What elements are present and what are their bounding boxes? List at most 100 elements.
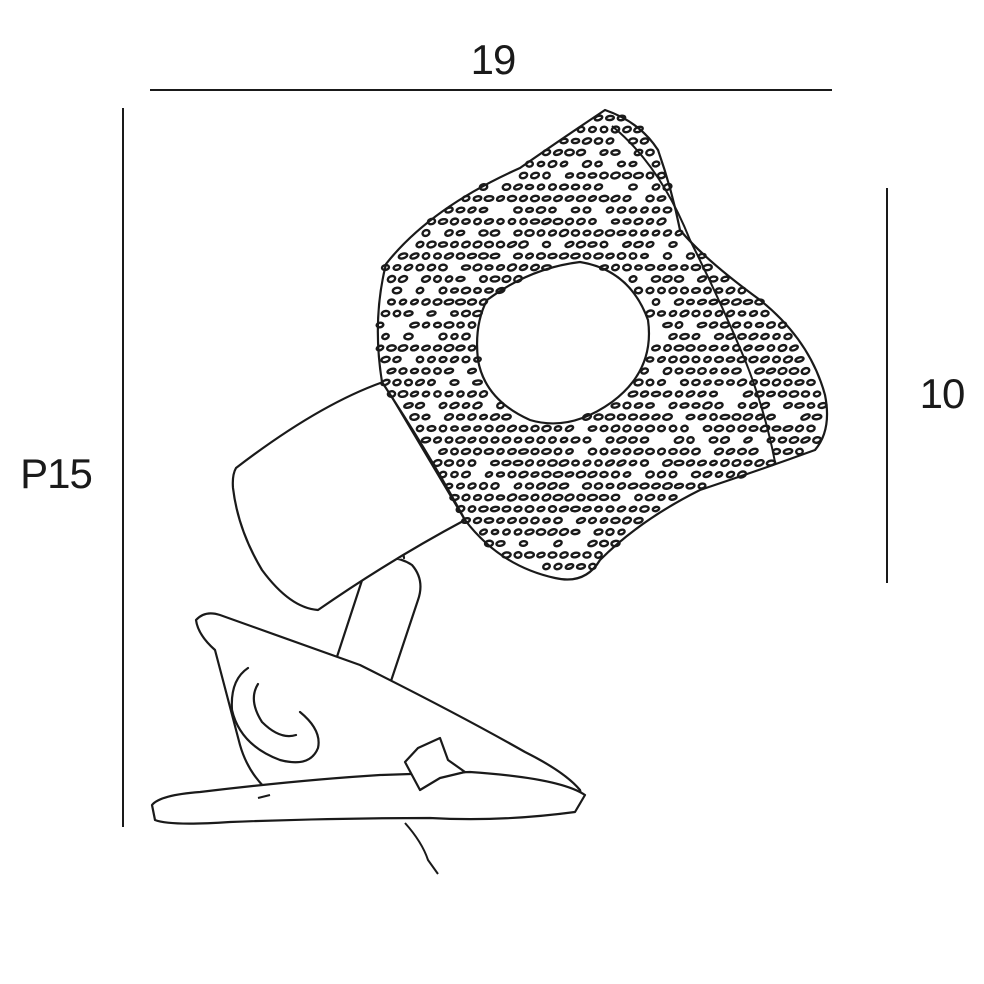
mesh-hole — [415, 286, 425, 295]
mesh-hole — [553, 194, 563, 203]
mesh-hole — [662, 229, 673, 237]
mesh-hole — [651, 344, 661, 352]
mesh-hole — [524, 528, 535, 536]
mesh-hole — [616, 114, 627, 122]
mesh-hole — [708, 436, 719, 444]
mesh-hole — [617, 528, 626, 536]
mesh-hole — [610, 448, 621, 455]
mesh-hole — [524, 160, 535, 168]
mesh-hole — [605, 114, 615, 122]
mesh-hole — [483, 194, 495, 203]
mesh-hole — [656, 470, 667, 479]
mesh-hole — [633, 447, 644, 456]
mesh-hole — [478, 436, 489, 444]
mesh-hole — [489, 252, 501, 260]
mesh-hole — [639, 436, 650, 444]
mesh-hole — [731, 458, 742, 468]
mesh-hole — [570, 137, 581, 145]
mesh-hole — [697, 482, 707, 490]
mesh-hole — [633, 378, 644, 387]
mesh-hole — [553, 447, 563, 456]
mesh-hole — [513, 274, 523, 284]
mesh-hole — [506, 194, 518, 203]
mesh-hole — [501, 505, 512, 513]
mesh-hole — [541, 424, 552, 433]
mesh-hole — [674, 321, 684, 329]
mesh-hole — [421, 367, 431, 375]
mesh-hole — [529, 218, 541, 225]
mesh-hole — [587, 470, 598, 479]
mesh-hole — [421, 344, 431, 352]
mesh-hole — [800, 413, 811, 421]
mesh-hole — [645, 217, 655, 226]
mesh-hole — [392, 378, 402, 387]
clip-lower-jaw[interactable] — [150, 770, 587, 825]
mesh-hole — [759, 401, 771, 410]
mesh-hole — [754, 298, 765, 306]
mesh-hole — [691, 332, 701, 341]
mesh-hole — [547, 252, 558, 260]
mesh-hole — [553, 539, 563, 548]
mesh-hole — [788, 367, 800, 375]
mesh-hole — [455, 413, 466, 421]
mesh-hole — [460, 516, 472, 525]
mesh-hole — [478, 390, 489, 398]
mesh-hole — [575, 516, 587, 525]
mesh-hole — [455, 206, 466, 214]
mesh-hole — [575, 470, 587, 479]
mesh-hole — [409, 390, 420, 398]
mesh-hole — [397, 389, 409, 399]
mesh-hole — [697, 367, 707, 375]
mesh-hole — [754, 321, 765, 329]
mesh-hole — [610, 194, 621, 203]
mesh-hole — [628, 275, 638, 283]
mesh-hole — [547, 505, 558, 513]
mesh-hole — [397, 274, 409, 284]
mesh-hole — [582, 551, 592, 559]
mesh-hole — [656, 171, 667, 180]
mesh-hole — [409, 321, 420, 329]
mesh-hole — [530, 447, 540, 456]
mesh-hole — [673, 435, 685, 445]
mesh-hole — [421, 413, 431, 421]
mesh-hole — [460, 286, 472, 295]
mesh-hole — [467, 413, 477, 421]
mesh-hole — [759, 424, 771, 433]
mesh-hole — [628, 206, 638, 214]
mesh-hole — [386, 344, 397, 352]
mesh-hole — [656, 195, 667, 202]
mesh-hole — [610, 516, 621, 525]
mesh-hole — [547, 229, 558, 237]
mesh-hole — [622, 471, 632, 478]
mesh-hole — [518, 240, 529, 249]
mesh-hole — [473, 425, 482, 432]
mesh-hole — [391, 286, 403, 295]
mesh-hole — [656, 310, 667, 317]
mesh-hole — [570, 551, 581, 559]
mesh-hole — [541, 264, 552, 271]
mesh-hole — [622, 240, 632, 249]
mesh-hole — [386, 298, 397, 306]
mesh-hole — [524, 183, 535, 191]
mesh-hole — [449, 287, 460, 294]
mesh-hole — [679, 332, 690, 341]
mesh-hole — [627, 390, 639, 398]
mesh-hole — [478, 229, 489, 237]
mesh-hole — [502, 528, 511, 536]
mesh-hole — [536, 160, 546, 168]
mesh-hole — [443, 321, 455, 329]
mesh-hole — [685, 367, 696, 375]
mesh-hole — [513, 482, 523, 490]
mesh-hole — [421, 298, 431, 306]
mesh-hole — [685, 252, 696, 260]
mesh-hole — [662, 182, 673, 192]
mesh-hole — [713, 355, 725, 364]
mesh-hole — [541, 562, 552, 571]
mesh-hole — [536, 551, 546, 559]
mesh-hole — [748, 309, 759, 318]
mesh-hole — [478, 413, 489, 421]
mesh-hole — [460, 240, 472, 249]
mesh-hole — [449, 425, 460, 432]
mesh-hole — [541, 240, 552, 249]
mesh-hole — [524, 504, 535, 514]
